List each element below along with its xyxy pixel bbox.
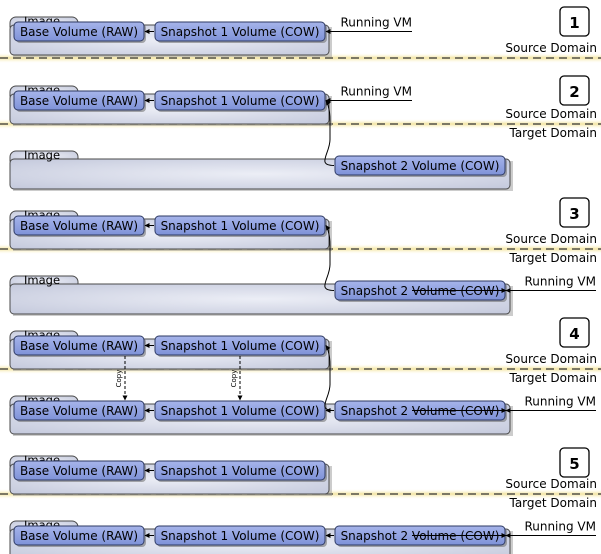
step-number-badge: 2 xyxy=(559,75,590,106)
running-vm-label: Running VM xyxy=(340,16,412,30)
snapshot2-volume: Snapshot 2 Volume (COW) xyxy=(334,525,507,547)
target-domain-label: Target Domain xyxy=(508,251,597,265)
volume-label: Snapshot 1 Volume (COW) xyxy=(161,94,320,108)
running-vm-label: Running VM xyxy=(524,520,596,534)
snapshot1-volume: Snapshot 1 Volume (COW) xyxy=(154,90,327,112)
base-volume: Base Volume (RAW) xyxy=(13,525,146,547)
step-number: 2 xyxy=(569,83,579,101)
domain-divider xyxy=(0,53,601,63)
target-domain-label: Target Domain xyxy=(508,371,597,385)
image-label: Image xyxy=(24,148,60,162)
target-domain-label: Target Domain xyxy=(508,126,597,140)
volume-label: Snapshot 1 Volume (COW) xyxy=(161,339,320,353)
base-volume: Base Volume (RAW) xyxy=(13,90,146,112)
source-domain-label: Source Domain xyxy=(505,41,597,55)
snapshot1-volume: Snapshot 1 Volume (COW) xyxy=(154,460,327,482)
running-vm-label: Running VM xyxy=(524,395,596,409)
volume-label: Base Volume (RAW) xyxy=(20,219,138,233)
base-volume: Base Volume (RAW) xyxy=(13,400,146,422)
cross-domain-arrow xyxy=(324,345,335,411)
snapshot2-volume: Snapshot 2 Volume (COW) xyxy=(334,280,507,302)
snapshot1-volume: Snapshot 1 Volume (COW) xyxy=(154,525,327,547)
snapshot2-volume: Snapshot 2 Volume (COW) xyxy=(334,155,507,177)
copy-label: Copy xyxy=(115,370,123,388)
snapshot1-volume: Snapshot 1 Volume (COW) xyxy=(154,335,327,357)
volume-label: Snapshot 1 Volume (COW) xyxy=(161,404,320,418)
base-volume: Base Volume (RAW) xyxy=(13,215,146,237)
running-vm-label: Running VM xyxy=(340,85,412,99)
snapshot1-volume: Snapshot 1 Volume (COW) xyxy=(154,21,327,43)
step-number-badge: 1 xyxy=(559,6,590,37)
source-domain-label: Source Domain xyxy=(505,352,597,366)
step-number: 3 xyxy=(569,205,579,223)
source-domain-label: Source Domain xyxy=(505,232,597,246)
copy-label: Copy xyxy=(230,370,238,388)
volume-label: Base Volume (RAW) xyxy=(20,529,138,543)
base-volume: Base Volume (RAW) xyxy=(13,335,146,357)
snapshot1-volume: Snapshot 1 Volume (COW) xyxy=(154,400,327,422)
source-domain-label: Source Domain xyxy=(505,477,597,491)
snapshot1-volume: Snapshot 1 Volume (COW) xyxy=(154,215,327,237)
cross-domain-arrow xyxy=(324,225,335,291)
running-vm-label: Running VM xyxy=(524,275,596,289)
volume-label: Base Volume (RAW) xyxy=(20,404,138,418)
step-number-badge: 4 xyxy=(559,317,590,348)
target-domain-label: Target Domain xyxy=(508,496,597,510)
step-number: 1 xyxy=(569,14,579,32)
image-label: Image xyxy=(24,273,60,287)
volume-label: Snapshot 2 Volume (COW) xyxy=(341,159,500,173)
step-number-badge: 3 xyxy=(559,197,590,228)
base-volume: Base Volume (RAW) xyxy=(13,21,146,43)
source-domain-label: Source Domain xyxy=(505,107,597,121)
volume-label: Base Volume (RAW) xyxy=(20,464,138,478)
snapshot2-volume: Snapshot 2 Volume (COW) xyxy=(334,400,507,422)
step-number: 4 xyxy=(569,325,579,343)
step-number-badge: 5 xyxy=(559,447,590,478)
volume-label: Base Volume (RAW) xyxy=(20,25,138,39)
base-volume: Base Volume (RAW) xyxy=(13,460,146,482)
volume-label: Snapshot 1 Volume (COW) xyxy=(161,529,320,543)
volume-label: Snapshot 1 Volume (COW) xyxy=(161,25,320,39)
volume-label: Snapshot 1 Volume (COW) xyxy=(161,219,320,233)
volume-label: Base Volume (RAW) xyxy=(20,94,138,108)
cross-domain-arrow xyxy=(324,100,335,166)
volume-label: Snapshot 1 Volume (COW) xyxy=(161,464,320,478)
step-number: 5 xyxy=(569,455,579,473)
volume-label: Base Volume (RAW) xyxy=(20,339,138,353)
